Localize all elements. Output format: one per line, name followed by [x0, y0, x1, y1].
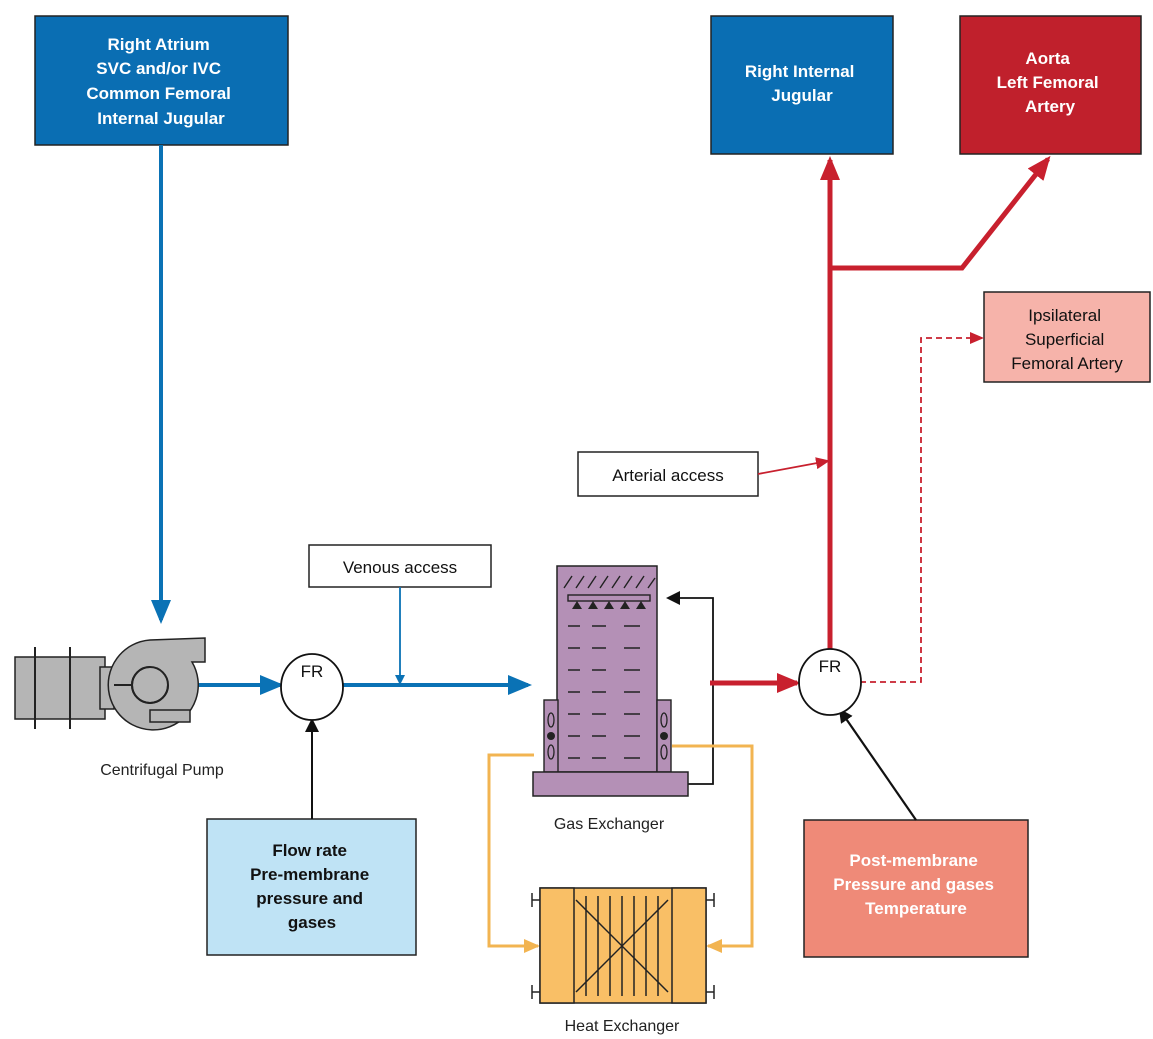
- aorta-line: Aorta: [1025, 49, 1070, 68]
- venous-source-line: SVC and/or IVC: [96, 59, 221, 78]
- flow-rate-marker: FR: [819, 657, 842, 676]
- venous-access-box: Venous access: [308, 544, 492, 588]
- venous-source-line: Common Femoral: [86, 84, 231, 103]
- svg-text:Right Atrium SVC and/or: Right Atrium SVC and/or IVC Common Femor…: [86, 35, 235, 128]
- heat-loop-left: [487, 753, 540, 953]
- svg-text:Flow rate Pre-membrane: Flow rate Pre-membrane pressure and gase…: [250, 841, 374, 932]
- venous-source-line: Right Atrium: [107, 35, 209, 54]
- aorta-line: Left Femoral: [997, 73, 1099, 92]
- centrifugal-pump-icon: [14, 637, 206, 731]
- right-internal-jugular-box: Right Internal Jugular: [710, 15, 894, 155]
- rij-line: Jugular: [771, 86, 833, 105]
- arterial-access-connector: [757, 457, 830, 475]
- pre-membrane-box: Flow rate Pre-membrane pressure and gase…: [206, 818, 417, 956]
- ipsilateral-line: Superficial: [1025, 330, 1104, 349]
- post-membrane-line: Pressure and gases: [833, 875, 994, 894]
- svg-text:Post-membrane Pressure a: Post-membrane Pressure and gases Tempera…: [833, 851, 998, 918]
- aorta-line: Artery: [1025, 97, 1076, 116]
- pre-membrane-line: pressure and: [256, 889, 363, 908]
- post-membrane-box: Post-membrane Pressure and gases Tempera…: [803, 819, 1029, 958]
- exchanger-bypass-line: [666, 591, 714, 785]
- flow-rate-sensor-post: FR: [798, 648, 862, 716]
- flow-rate-sensor-pre: FR: [280, 653, 344, 721]
- pre-membrane-line: Pre-membrane: [250, 865, 369, 884]
- venous-source-line: Internal Jugular: [97, 109, 225, 128]
- svg-text:Right Internal Jugular: Right Internal Jugular: [745, 62, 859, 105]
- pre-membrane-line: gases: [288, 913, 336, 932]
- post-membrane-connector: [838, 708, 917, 821]
- aorta-branch-line: [830, 155, 1051, 271]
- ipsilateral-line: Ipsilateral: [1028, 306, 1101, 325]
- heat-exchanger-icon: [531, 887, 715, 1004]
- ipsilateral-line: Femoral Artery: [1011, 354, 1123, 373]
- svg-text:Aorta Left Femoral: Aorta Left Femoral Artery: [997, 49, 1104, 116]
- flow-rate-marker: FR: [301, 662, 324, 681]
- distal-perfusion-dashed-line: [860, 332, 984, 683]
- gas-exchanger-icon: [532, 565, 689, 797]
- gas-exchanger-caption: Gas Exchanger: [554, 816, 665, 833]
- post-membrane-line: Post-membrane: [849, 851, 977, 870]
- pump-caption: Centrifugal Pump: [100, 762, 224, 779]
- rij-line: Right Internal: [745, 62, 855, 81]
- aorta-box: Aorta Left Femoral Artery: [959, 15, 1142, 155]
- ipsilateral-box: Ipsilateral Superficial Femoral Artery: [983, 291, 1151, 383]
- post-membrane-line: Temperature: [865, 899, 967, 918]
- svg-text:Ipsilateral Superficial: Ipsilateral Superficial Femoral Artery: [1011, 306, 1123, 373]
- venous-source-box: Right Atrium SVC and/or IVC Common Femor…: [34, 15, 289, 146]
- heat-loop-right: [672, 744, 754, 953]
- arterial-access-box: Arterial access: [577, 451, 759, 497]
- venous-access-label: Venous access: [343, 558, 457, 577]
- heat-exchanger-caption: Heat Exchanger: [565, 1018, 680, 1035]
- pre-membrane-line: Flow rate: [272, 841, 347, 860]
- arterial-access-label: Arterial access: [612, 466, 723, 485]
